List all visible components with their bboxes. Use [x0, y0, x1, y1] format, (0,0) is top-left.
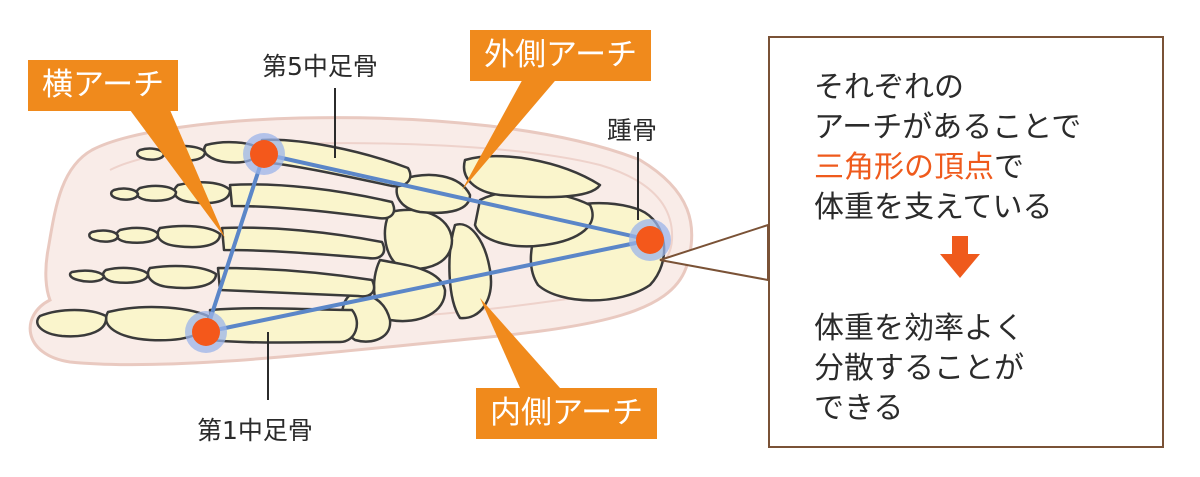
support-triangle	[204, 152, 652, 334]
metatarsal-2	[216, 266, 376, 298]
callout-line-1: それぞれの	[814, 70, 964, 105]
metatarsal-3	[220, 226, 386, 260]
callout-line-3-rest: で	[994, 150, 1024, 185]
medial-arch-label: 内側アーチ	[476, 388, 658, 439]
vertex-heel	[636, 226, 664, 254]
callout-line-7: できる	[814, 391, 904, 426]
cuboid-lateral	[395, 173, 472, 215]
metatarsal-1	[208, 306, 359, 344]
callout-line-3: 三角形の頂点で	[814, 148, 1162, 188]
lateral-arch-pointer	[462, 75, 560, 190]
transverse-arch-pointer	[130, 110, 225, 238]
vertex-fifth	[250, 140, 278, 168]
cuboid-bone	[462, 154, 602, 199]
fifth-metatarsal-label: 第5中足骨	[262, 52, 378, 81]
lateral-arch-label: 外側アーチ	[470, 30, 652, 81]
callout-line-2: アーチがあることで	[814, 110, 1082, 145]
metatarsal-4	[228, 183, 396, 220]
callout-line-6: 分散することが	[814, 351, 1024, 386]
callout-line-4: 体重を支えている	[814, 190, 1053, 225]
navicular-bone	[448, 223, 493, 320]
calcaneus-label: 踵骨	[607, 116, 658, 145]
medial-arch-pointer	[480, 298, 560, 388]
transverse-arch-label: 横アーチ	[28, 60, 179, 111]
triangle-vertices	[185, 133, 671, 353]
talus-bone	[473, 189, 594, 248]
explanation-callout: それぞれの アーチがあることで 三角形の頂点で 体重を支えている 体重を効率よく…	[768, 36, 1164, 448]
first-metatarsal-label: 第1中足骨	[197, 416, 313, 445]
down-arrow-icon	[940, 236, 980, 278]
metatarsal-5	[260, 138, 412, 188]
callout-line-5: 体重を効率よく	[814, 311, 1024, 346]
callout-highlight: 三角形の頂点	[814, 150, 994, 185]
cuneiform-1	[383, 208, 454, 271]
vertex-first	[192, 318, 220, 346]
